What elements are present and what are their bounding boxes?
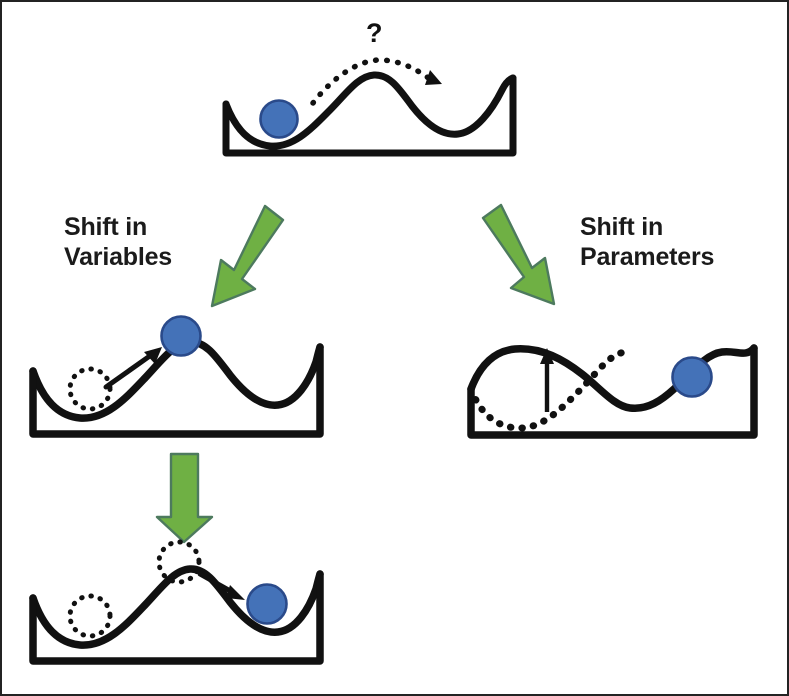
landscape-curve-mid-left (29, 338, 324, 422)
panel-shift-in-variables-step-1 (29, 315, 324, 438)
vertical-shift-arrow-head (540, 348, 554, 364)
dotted-question-arc (310, 57, 439, 106)
ball-solid-bottom (246, 583, 288, 625)
ball-ghost-bottom-left (67, 593, 113, 639)
landscape-box-bottom (29, 570, 324, 665)
panel-initial-landscape (222, 57, 517, 157)
ball-ghost-mid-left (67, 366, 113, 412)
displacement-arrow-mid-left (103, 350, 157, 390)
landscape-curve-mid-right (467, 344, 758, 412)
panel-shift-in-variables-step-2 (29, 539, 324, 665)
shift-in-parameters-arrow (481, 203, 556, 306)
dotted-original-landscape (467, 348, 630, 432)
landscape-curve-top (222, 71, 517, 150)
landscape-box-top (222, 74, 517, 157)
question-mark-label: ? (366, 18, 383, 48)
landscape-box-mid-right (467, 344, 758, 439)
ball-solid-top (259, 99, 299, 139)
landscape-curve-bottom (29, 565, 324, 649)
ball-ghost-bottom-crest (156, 539, 202, 585)
displacement-arrow-head-bottom (226, 585, 245, 600)
variables-next-step-arrow (155, 452, 214, 544)
landscape-box-mid-left (29, 343, 324, 438)
shift-in-parameters-label: Shift in Parameters (580, 213, 715, 271)
ball-solid-mid-right (671, 356, 713, 398)
panel-shift-in-parameters (467, 344, 758, 439)
displacement-arrow-head-mid-left (144, 347, 162, 364)
displacement-arrow-bottom (197, 571, 237, 596)
shift-in-variables-arrow (210, 204, 285, 308)
dotted-question-arc-head (425, 70, 442, 85)
shift-in-variables-label: Shift in Variables (64, 213, 173, 271)
ball-solid-mid-left (160, 315, 202, 357)
